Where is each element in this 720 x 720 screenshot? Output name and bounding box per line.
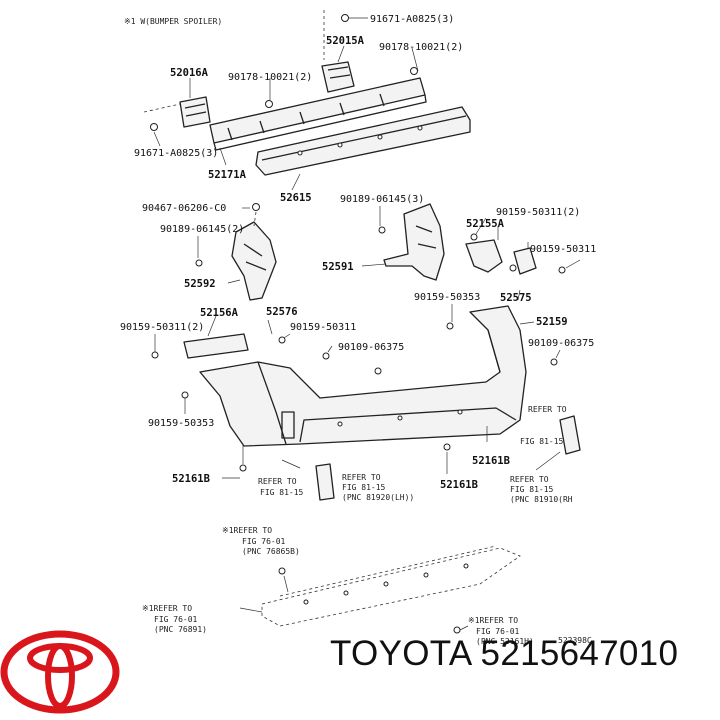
ref-rh-2: FIG 81-15 <box>520 437 564 446</box>
label-52576: 52576 <box>266 306 298 318</box>
ref-lh-2: FIG 81-15 <box>260 488 304 497</box>
ref-52161H-1: ※1REFER TO <box>468 616 518 625</box>
ref-rh-1: REFER TO <box>528 405 567 414</box>
leader-lines <box>143 10 581 631</box>
ref-lh-1: REFER TO <box>258 477 297 486</box>
ref-pnc-lh-1: REFER TO <box>342 473 381 482</box>
reflector-lh <box>315 463 335 501</box>
label-52159: 52159 <box>536 316 568 328</box>
bracket-52156A <box>183 333 249 359</box>
part-labels: ※1 W(BUMPER SPOILER) 91671-A0825(3) 5201… <box>120 14 596 646</box>
side-retainer-52592 <box>231 221 277 301</box>
label-90109-r: 90109-06375 <box>528 338 594 349</box>
ref-52161H-3: (PNC 52161H) <box>476 637 534 646</box>
label-91671-left: 91671-A0825(3) <box>134 148 218 159</box>
ref-pnc-rh-2: FIG 81-15 <box>510 485 554 494</box>
ref-pnc-lh-2: FIG 81-15 <box>342 483 386 492</box>
corner-bracket-52155A <box>465 239 503 273</box>
ref-52161H-2: FIG 76-01 <box>476 627 520 636</box>
ref-76891-1: ※1REFER TO <box>142 604 192 613</box>
ref-pnc-rh-3: (PNC 81910(RH <box>510 495 573 504</box>
bracket-52015A <box>321 61 355 93</box>
label-52171A: 52171A <box>208 169 247 181</box>
label-90159-tr: 90159-50311(2) <box>496 207 580 218</box>
label-52155A: 52155A <box>466 218 505 230</box>
toyota-logo <box>0 630 120 714</box>
label-91671-top: 91671-A0825(3) <box>370 14 454 25</box>
label-52615: 52615 <box>280 192 312 204</box>
bumper-absorber-52615 <box>255 106 471 176</box>
ref-76865-2: FIG 76-01 <box>242 537 286 546</box>
label-52016A: 52016A <box>170 67 209 79</box>
reflector-rh <box>559 415 581 455</box>
bumper-spoiler-dashed <box>261 545 521 627</box>
label-52161B-l: 52161B <box>172 473 210 485</box>
label-90189-mid: 90189-06145(3) <box>340 194 424 205</box>
label-90178-top: 90178-10021(2) <box>379 42 463 53</box>
ref-76865-1: ※1REFER TO <box>222 526 272 535</box>
label-52161B-m2: 52161B <box>440 479 478 491</box>
figure-code: 522398C <box>558 636 592 645</box>
label-52156A: 52156A <box>200 307 239 319</box>
label-52161B-m: 52161B <box>472 455 510 467</box>
bumper-cover-52159 <box>199 305 527 447</box>
label-52592: 52592 <box>184 278 216 290</box>
label-52575: 52575 <box>500 292 532 304</box>
label-90159-r: 90159-50311 <box>530 244 596 255</box>
label-90159-353-l: 90159-50353 <box>148 418 214 429</box>
ref-pnc-rh-1: REFER TO <box>510 475 549 484</box>
label-90159-353-mid: 90159-50353 <box>414 292 480 303</box>
bumper-reinforcement-52171A <box>209 77 427 151</box>
part-number-caption: TOYOTA 5215647010 <box>330 634 679 673</box>
label-52015A: 52015A <box>326 35 365 47</box>
label-90189-left: 90189-06145(2) <box>160 224 244 235</box>
corner-bracket-52575 <box>513 247 537 275</box>
label-90109-m: 90109-06375 <box>338 342 404 353</box>
label-90159-311-m: 90159-50311 <box>290 322 356 333</box>
label-52591: 52591 <box>322 261 354 273</box>
ref-76891-3: (PNC 76891) <box>154 625 207 634</box>
ref-76891-2: FIG 76-01 <box>154 615 198 624</box>
label-90159-311-l: 90159-50311(2) <box>120 322 204 333</box>
bracket-52016A <box>179 96 211 128</box>
ref-pnc-lh-3: (PNC 81920(LH)) <box>342 493 414 502</box>
label-90178-mid: 90178-10021(2) <box>228 72 312 83</box>
side-retainer-52591 <box>383 203 445 281</box>
spoiler-note: ※1 W(BUMPER SPOILER) <box>124 17 222 26</box>
fastener-icons <box>150 14 566 634</box>
label-90467: 90467-06206-C0 <box>142 203 226 214</box>
ref-76865-3: (PNC 76865B) <box>242 547 300 556</box>
